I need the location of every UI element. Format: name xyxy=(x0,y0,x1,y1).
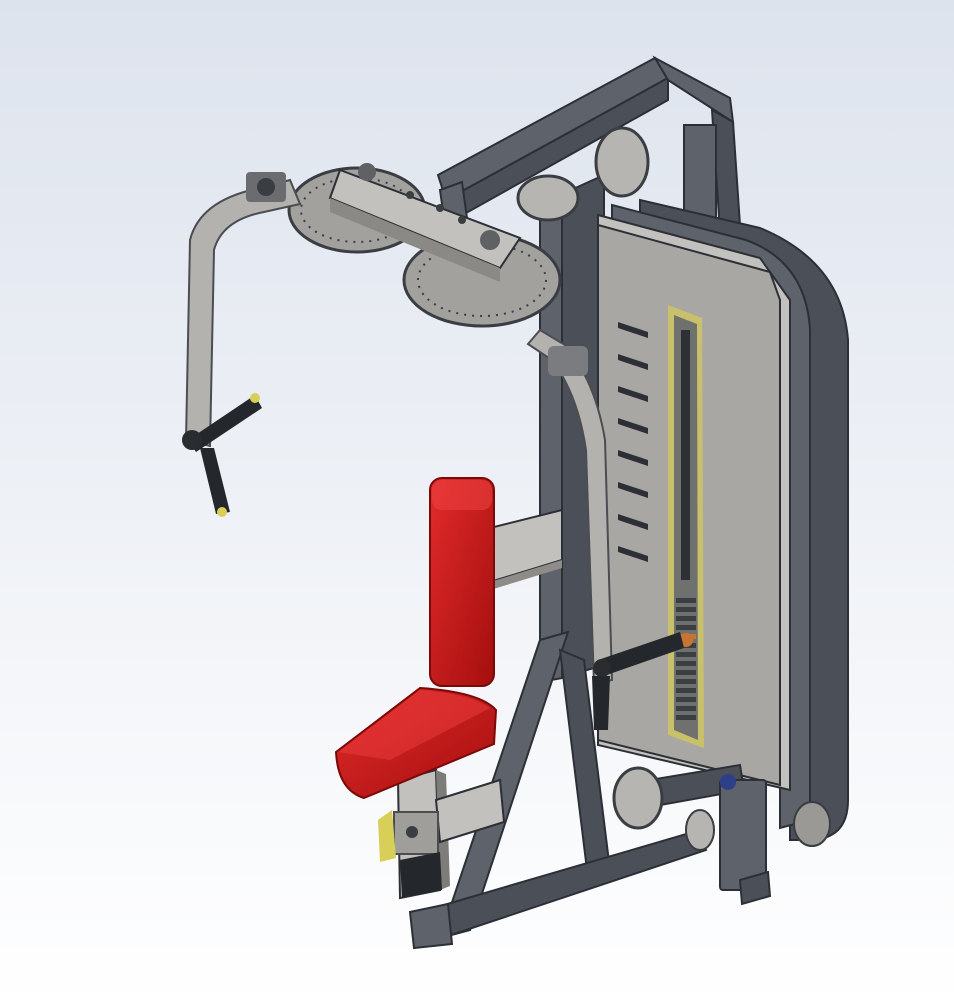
base-pulley xyxy=(612,766,664,830)
arm-pivot-assembly xyxy=(287,126,650,328)
weight-plate xyxy=(676,670,696,675)
weight-plate xyxy=(676,625,696,630)
shroud-slot xyxy=(618,450,648,466)
weight-plate xyxy=(676,607,696,612)
weight-plate xyxy=(676,598,696,603)
seat-lever xyxy=(378,810,396,862)
seat-post xyxy=(378,768,506,900)
shroud-slot xyxy=(618,386,648,402)
grip-end-cap xyxy=(250,393,260,403)
blue-fastener xyxy=(720,774,736,790)
right-arm xyxy=(526,328,684,730)
weight-plate xyxy=(676,616,696,621)
weight-plate xyxy=(676,661,696,666)
frame-base xyxy=(408,630,831,950)
weight-plate xyxy=(676,652,696,657)
left-handle xyxy=(182,393,262,517)
weight-plate xyxy=(676,697,696,702)
back-pad xyxy=(429,477,495,687)
weight-plate xyxy=(676,688,696,693)
shroud-slot xyxy=(618,354,648,370)
shroud-slot xyxy=(618,514,648,530)
shroud-slot xyxy=(618,322,648,338)
shroud-slots xyxy=(618,322,648,562)
top-pulley xyxy=(516,174,580,222)
weight-plate xyxy=(676,715,696,720)
shroud-slot xyxy=(618,482,648,498)
shroud-slot xyxy=(618,546,648,562)
seat-pad xyxy=(334,686,498,800)
shroud-slot xyxy=(618,418,648,434)
weight-plate xyxy=(676,706,696,711)
weight-plate xyxy=(676,679,696,684)
weight-stack-window xyxy=(668,305,704,748)
